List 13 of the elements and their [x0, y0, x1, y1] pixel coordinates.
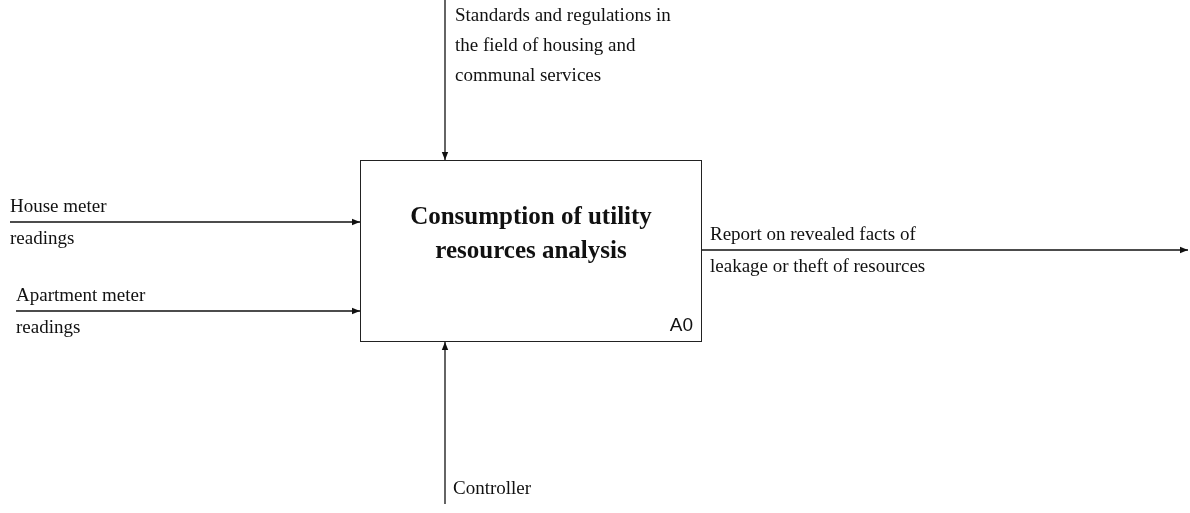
flow-label: Standards and regulations in the field of housing and communal services: [455, 3, 672, 87]
node-number: A0: [669, 313, 693, 337]
arrow: [441, 341, 449, 505]
arrow: [9, 218, 361, 226]
arrow: [701, 246, 1189, 254]
arrow: [441, 0, 449, 161]
flow-label: House meter readings: [10, 194, 108, 250]
flow-label: Controller: [453, 476, 533, 500]
flow-label: Apartment meter readings: [16, 283, 147, 339]
function-title: Consumption of utility resources analysis: [409, 201, 653, 265]
arrow: [15, 307, 361, 315]
function-box: [360, 160, 702, 342]
edge-label: Report on revealed facts of leakage or theft of resources: [710, 222, 927, 278]
